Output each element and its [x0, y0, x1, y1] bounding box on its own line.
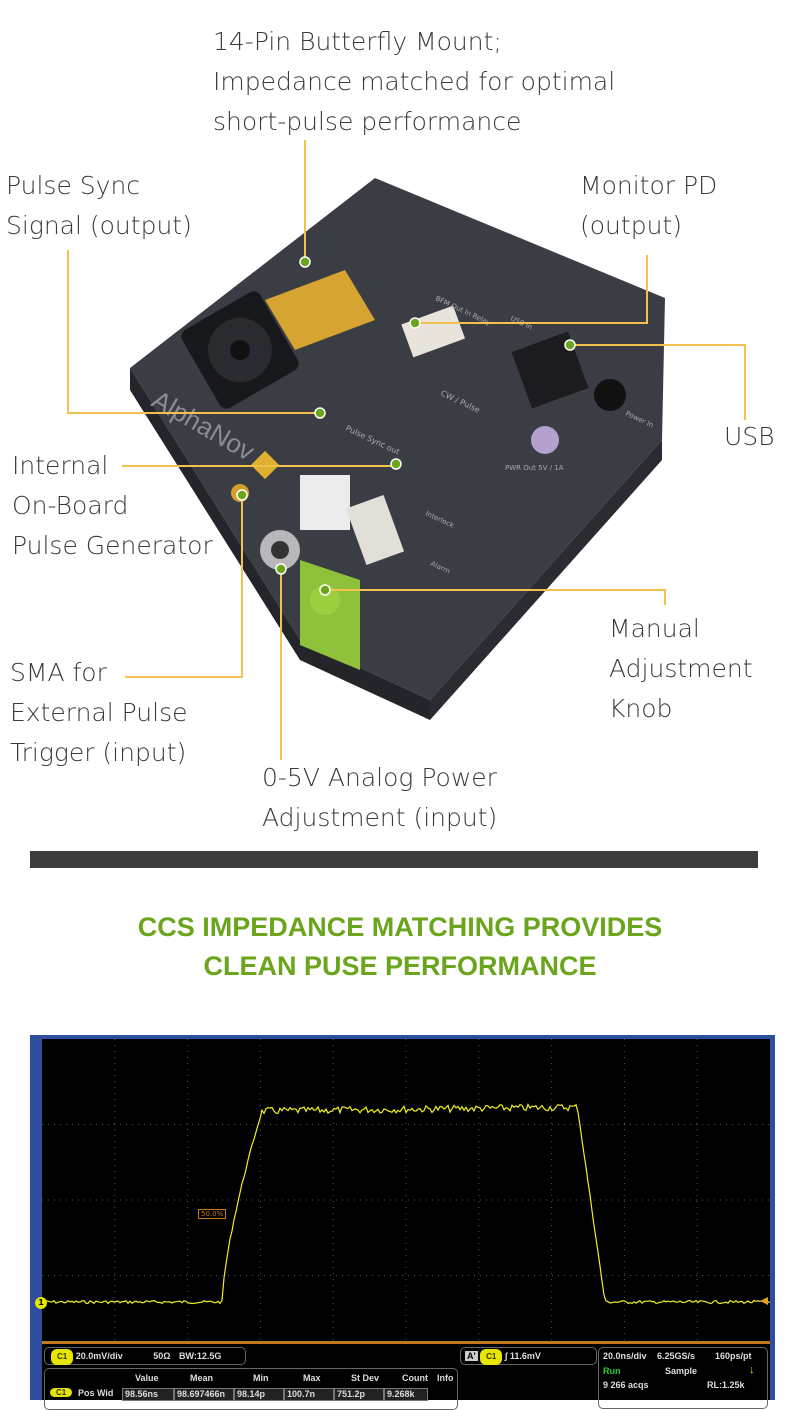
- callout-internal-generator: Internal On-Board Pulse Generator: [12, 446, 213, 566]
- callout-text: Monitor PD: [580, 171, 718, 200]
- interlock-connector: [300, 475, 350, 530]
- callout-text: 0-5V Analog Power: [262, 763, 497, 792]
- callout-text: Trigger (input): [10, 738, 187, 767]
- column-header: Mean: [190, 1373, 214, 1383]
- callout-text: Adjustment: [609, 654, 753, 683]
- trigger-level-marker: [760, 1297, 768, 1305]
- meas-count: 9.268k: [384, 1388, 428, 1401]
- column-header: Min: [253, 1373, 269, 1383]
- marker-50-percent: 50.0%: [198, 1209, 227, 1219]
- callout-text: (output): [580, 211, 682, 240]
- bandwidth: BW:12.5G: [179, 1351, 222, 1361]
- green-side-plate: [300, 560, 360, 670]
- run-state: Run: [603, 1366, 621, 1376]
- callout-text: Signal (output): [6, 211, 192, 240]
- callout-text: Impedance matched for optimal: [213, 67, 616, 96]
- callout-text: On-Board: [12, 491, 129, 520]
- capacitor: [531, 426, 559, 454]
- column-header: Info: [437, 1373, 454, 1383]
- channel-marker: 1: [35, 1297, 47, 1309]
- device-photo: AlphaNov Pulse Sync out CW / Pulse BFM O…: [67, 140, 746, 760]
- waveform-trace: [41, 1103, 770, 1305]
- meas-min: 98.14p: [234, 1388, 284, 1401]
- meas-mean: 98.697466n: [174, 1388, 234, 1401]
- callout-line-sma: [125, 495, 243, 678]
- trigger-settings: A' C1 ∫ 11.6mV: [460, 1347, 597, 1365]
- headline-line: CLEAN PUSE PERFORMANCE: [203, 951, 597, 981]
- sample-rate: 6.25GS/s: [657, 1351, 696, 1361]
- callout-dots: [236, 256, 576, 596]
- meas-stdev: 751.2p: [334, 1388, 384, 1401]
- scope-graticule: [41, 1039, 770, 1341]
- trigger-level: 11.6mV: [509, 1351, 541, 1361]
- channel-badge: C1: [50, 1388, 73, 1397]
- bfm-connector: [401, 305, 466, 358]
- column-header: St Dev: [351, 1373, 380, 1383]
- callout-text: Pulse Sync: [6, 171, 141, 200]
- acquisition-count: 9 266 acqs: [603, 1380, 649, 1390]
- callout-line-monitor: [415, 255, 648, 324]
- callout-analog: 0-5V Analog Power Adjustment (input): [262, 758, 497, 838]
- butterfly-mount: [265, 270, 375, 350]
- callout-monitor-pd: Monitor PD (output): [580, 166, 717, 246]
- oscilloscope-screenshot: 50.0% 1 C1 20.0mV/div 50Ω BW:12.5G A' C1…: [30, 1035, 775, 1410]
- callout-pulse-sync: Pulse Sync Signal (output): [6, 166, 192, 246]
- usb-connector: [511, 331, 589, 409]
- callout-text: Internal: [12, 451, 109, 480]
- callout-butterfly: 14-Pin Butterfly Mount; Impedance matche…: [213, 22, 615, 142]
- channel-badge: C1: [480, 1349, 503, 1365]
- meas-value: 98.56ns: [122, 1388, 174, 1401]
- scope-display: 50.0% 1: [35, 1039, 770, 1344]
- callout-line-usb: [570, 344, 746, 420]
- callout-knob: Manual Adjustment Knob: [609, 609, 753, 729]
- callout-sma: SMA for External Pulse Trigger (input): [10, 653, 188, 773]
- callout-text: SMA for: [10, 658, 107, 687]
- trigger-indicator-icon: ↓: [749, 1364, 755, 1376]
- section-divider: [30, 851, 758, 868]
- headline: CCS IMPEDANCE MATCHING PROVIDES CLEAN PU…: [0, 908, 800, 986]
- acquisition-mode: Sample: [665, 1366, 698, 1376]
- measurement-label: Pos Wid: [78, 1388, 114, 1398]
- callout-text: Knob: [609, 694, 673, 723]
- callout-line-pulse-sync: [67, 250, 320, 414]
- callout-usb: USB: [724, 417, 775, 457]
- resolution: 160ps/pt: [715, 1351, 752, 1361]
- callout-text: USB: [724, 422, 775, 451]
- headline-line: CCS IMPEDANCE MATCHING PROVIDES: [137, 912, 663, 942]
- volts-per-div: 20.0mV/div: [75, 1351, 123, 1361]
- column-header: Max: [303, 1373, 321, 1383]
- trigger-badge: A': [465, 1351, 478, 1361]
- timebase: 20.0ns/div: [603, 1351, 647, 1361]
- callout-lines: [67, 140, 746, 760]
- column-header: Count: [402, 1373, 428, 1383]
- callout-text: External Pulse: [10, 698, 188, 727]
- device-side-edge: [430, 440, 662, 720]
- scope-status-panel: C1 20.0mV/div 50Ω BW:12.5G A' C1 ∫ 11.6m…: [42, 1344, 770, 1410]
- callout-text: 14-Pin Butterfly Mount;: [213, 27, 502, 56]
- channel-badge: C1: [51, 1349, 74, 1365]
- column-header: Value: [135, 1373, 159, 1383]
- callout-text: short-pulse performance: [213, 107, 522, 136]
- meas-max: 100.7n: [284, 1388, 334, 1401]
- channel-settings: C1 20.0mV/div 50Ω BW:12.5G: [44, 1347, 246, 1365]
- callout-text: Manual: [609, 614, 700, 643]
- manual-knob: [310, 585, 340, 615]
- callout-text: Adjustment (input): [262, 803, 498, 832]
- board-label: PWR Out 5V / 1A: [505, 464, 564, 472]
- callout-text: Pulse Generator: [12, 531, 213, 560]
- rising-edge-icon: ∫: [504, 1351, 508, 1361]
- callout-line-knob: [325, 589, 666, 605]
- impedance: 50Ω: [153, 1351, 171, 1361]
- record-length: RL:1.25k: [707, 1380, 745, 1390]
